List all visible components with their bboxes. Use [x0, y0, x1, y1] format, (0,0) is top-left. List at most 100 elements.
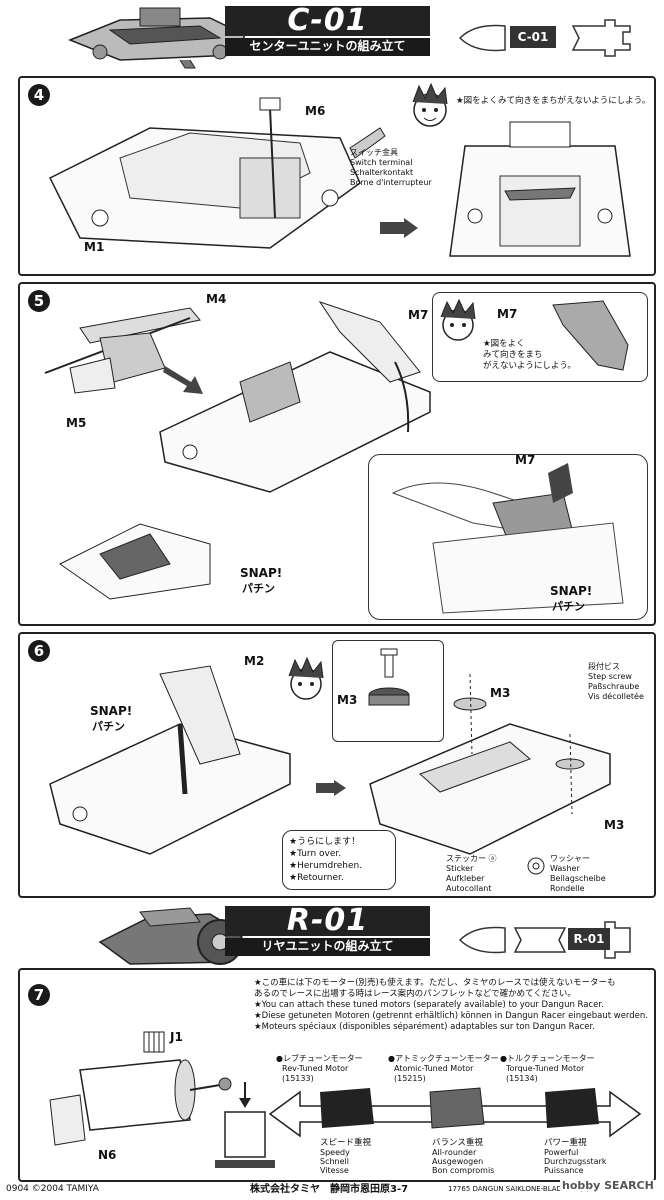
washer-fr: Rondelle: [550, 884, 585, 893]
rear-unit-illustration: [98, 907, 243, 965]
section-c-code: C-01: [225, 6, 430, 36]
step-4-number: 4: [28, 84, 50, 106]
quality-1-en: Speedy: [320, 1148, 350, 1157]
quality-2-en: All-rounder: [432, 1148, 477, 1157]
terminal-jp: スイッチ金具: [350, 148, 398, 157]
bubble-note-3: がえないようにしよう。: [483, 361, 576, 371]
terminal-fr: Borne d'interrupteur: [350, 178, 432, 187]
motor-2-code: (15215): [394, 1074, 426, 1083]
step-5-note-bubble: M7 ★図をよく みて向きをまち がえないようにしよう。: [432, 292, 648, 382]
step-5-panel: 5 M4 M5 M7 M7 ★図をよく みて向きをまち がえないようにしよう。: [18, 282, 656, 626]
mascot-icon: [412, 82, 448, 127]
quality-1-jp: スピード重視: [320, 1138, 372, 1148]
step-6-panel: 6 M2 SNAP! パチン M3 M3 M3 段付ビス Step: [18, 632, 656, 898]
step-7-number: 7: [28, 984, 50, 1006]
motor-2-jp: ●アトミックチューンモーター: [388, 1054, 499, 1063]
bubble-note-1: ★図をよく: [483, 339, 525, 349]
footer-product: 17765 DANGUN SAIKLONE-BLADE RS (4/6): [448, 1185, 597, 1193]
step-6-underside-drawing: [369, 673, 611, 855]
car-diagram-icon: [458, 19, 631, 57]
step-5-part-m4: M4: [206, 292, 227, 306]
step-5-snap-1-jp: パチン: [242, 582, 275, 595]
m7-part-drawing: [552, 300, 629, 371]
turn-over-box: ★うらにします！ ★Turn over. ★Herumdrehen. ★Reto…: [282, 830, 396, 890]
turnover-fr: ★Retourner.: [289, 873, 344, 883]
arrow-right-icon: [380, 218, 418, 238]
step-4-chassis-drawing: [48, 97, 386, 249]
step-6-part-m3b: M3: [490, 686, 511, 700]
step-6-snap: SNAP!: [90, 704, 133, 718]
step-6-part-m2: M2: [244, 654, 265, 668]
section-c-header: C-01 センターユニットの組み立て C-01: [0, 0, 664, 70]
step-4-part-m6: M6: [305, 104, 326, 118]
m3-detail-box: M3: [332, 640, 444, 742]
quality-2-jp: バランス重視: [432, 1138, 483, 1148]
quality-3-fr: Puissance: [544, 1166, 584, 1175]
section-r-tab: R-01: [568, 928, 610, 950]
step-6-snap-jp: パチン: [92, 720, 125, 733]
step-7-note-4: ★Diese getuneten Motoren (getrennt erhäl…: [254, 1011, 648, 1021]
section-r-header: R-01 リヤユニットの組み立て R-01: [0, 900, 664, 970]
step-5-snap-2: SNAP!: [550, 584, 593, 598]
quality-2-de: Ausgewogen: [432, 1157, 484, 1166]
step-4-note: ★図をよくみて向きをまちがえないようにしよう。: [456, 96, 651, 106]
step-5-chassis-drawing: [159, 301, 431, 493]
washer-icon: [527, 857, 545, 875]
turnover-en: ★Turn over.: [289, 849, 342, 859]
motor-drawing: [49, 1059, 232, 1146]
section-c-subtitle: センターユニットの組み立て: [225, 38, 430, 56]
step-7-part-n6: N6: [98, 1148, 117, 1162]
washer-en: Washer: [550, 864, 580, 873]
turnover-de: ★Herumdrehen.: [289, 861, 363, 871]
step-6-part-m3a: M3: [337, 693, 358, 707]
hand-drawing: [391, 463, 624, 614]
footer-address: 株式会社タミヤ 静岡市恩田原3-7: [250, 1184, 409, 1195]
section-r-code: R-01: [225, 906, 430, 936]
step-7-part-j1: J1: [170, 1030, 183, 1044]
step-7-note-5: ★Moteurs spéciaux (disponibles séparémen…: [254, 1022, 595, 1032]
step-5-snap-drawing: [59, 523, 211, 600]
screw-jp: 段付ビス: [588, 662, 620, 671]
step-6-number: 6: [28, 640, 50, 662]
arrow-right-icon: [316, 780, 346, 796]
step-5-part-m5: M5: [66, 416, 87, 430]
step-5-snap-1: SNAP!: [240, 566, 283, 580]
terminal-de: Schalterkontakt: [350, 168, 414, 177]
motor-1-code: (15133): [282, 1074, 314, 1083]
step-5-number: 5: [28, 290, 50, 312]
screw-fr: Vis décolletée: [588, 692, 644, 701]
step-4-detail-drawing: [449, 121, 631, 257]
turnover-jp: ★うらにします！: [289, 837, 361, 847]
motor-side-drawing: [215, 1082, 275, 1168]
footer-copyright: 0904 ©2004 TAMIYA: [6, 1184, 99, 1194]
terminal-en: Switch terminal: [350, 158, 413, 167]
sticker-jp: ステッカー ⓐ: [446, 854, 497, 863]
step-5-snap-2-jp: パチン: [552, 600, 585, 613]
hand-part-m7: M7: [515, 453, 536, 467]
screw-en: Step screw: [588, 672, 632, 681]
bubble-part-m7: M7: [497, 307, 518, 321]
hobby-search-watermark: hobby SEARCH: [560, 1179, 656, 1192]
step-7-note-1: ★この車には下のモーター(別売)も使えます。ただし、タミヤのレースでは使えないモ…: [254, 978, 616, 988]
motor-3-code: (15134): [506, 1074, 538, 1083]
step-7-note-3: ★You can attach these tuned motors (sepa…: [254, 1000, 604, 1010]
sticker-fr: Autocollant: [446, 884, 492, 893]
bubble-note-2: みて向きをまち: [483, 350, 543, 360]
quality-1-fr: Vitesse: [320, 1166, 349, 1175]
sticker-en: Sticker: [446, 864, 474, 873]
section-r-subtitle: リヤユニットの組み立て: [225, 938, 430, 956]
screw-de: Paßschraube: [588, 682, 640, 691]
pinion-gear-icon: [143, 1031, 165, 1053]
step-7-note-2: あるのでレースに出場する時はレース案内のパンフレットなどで確かめてください。: [254, 989, 576, 999]
motor-2-en: Atomic-Tuned Motor: [394, 1064, 474, 1073]
washer-de: Beilagscheibe: [550, 874, 606, 883]
motor-1-en: Rev-Tuned Motor: [282, 1064, 349, 1073]
motor-3-jp: ●トルクチューンモーター: [500, 1054, 595, 1063]
section-c-tab: C-01: [510, 26, 556, 48]
car-diagram-icon: [458, 921, 631, 959]
step-7-panel: 7 ★この車には下のモーター(別売)も使えます。ただし、タミヤのレースでは使えな…: [18, 968, 656, 1182]
double-arrow-icon: [268, 1087, 642, 1138]
quality-2-fr: Bon compromis: [432, 1166, 495, 1175]
mascot-icon: [440, 298, 476, 341]
quality-3-en: Powerful: [544, 1148, 579, 1157]
